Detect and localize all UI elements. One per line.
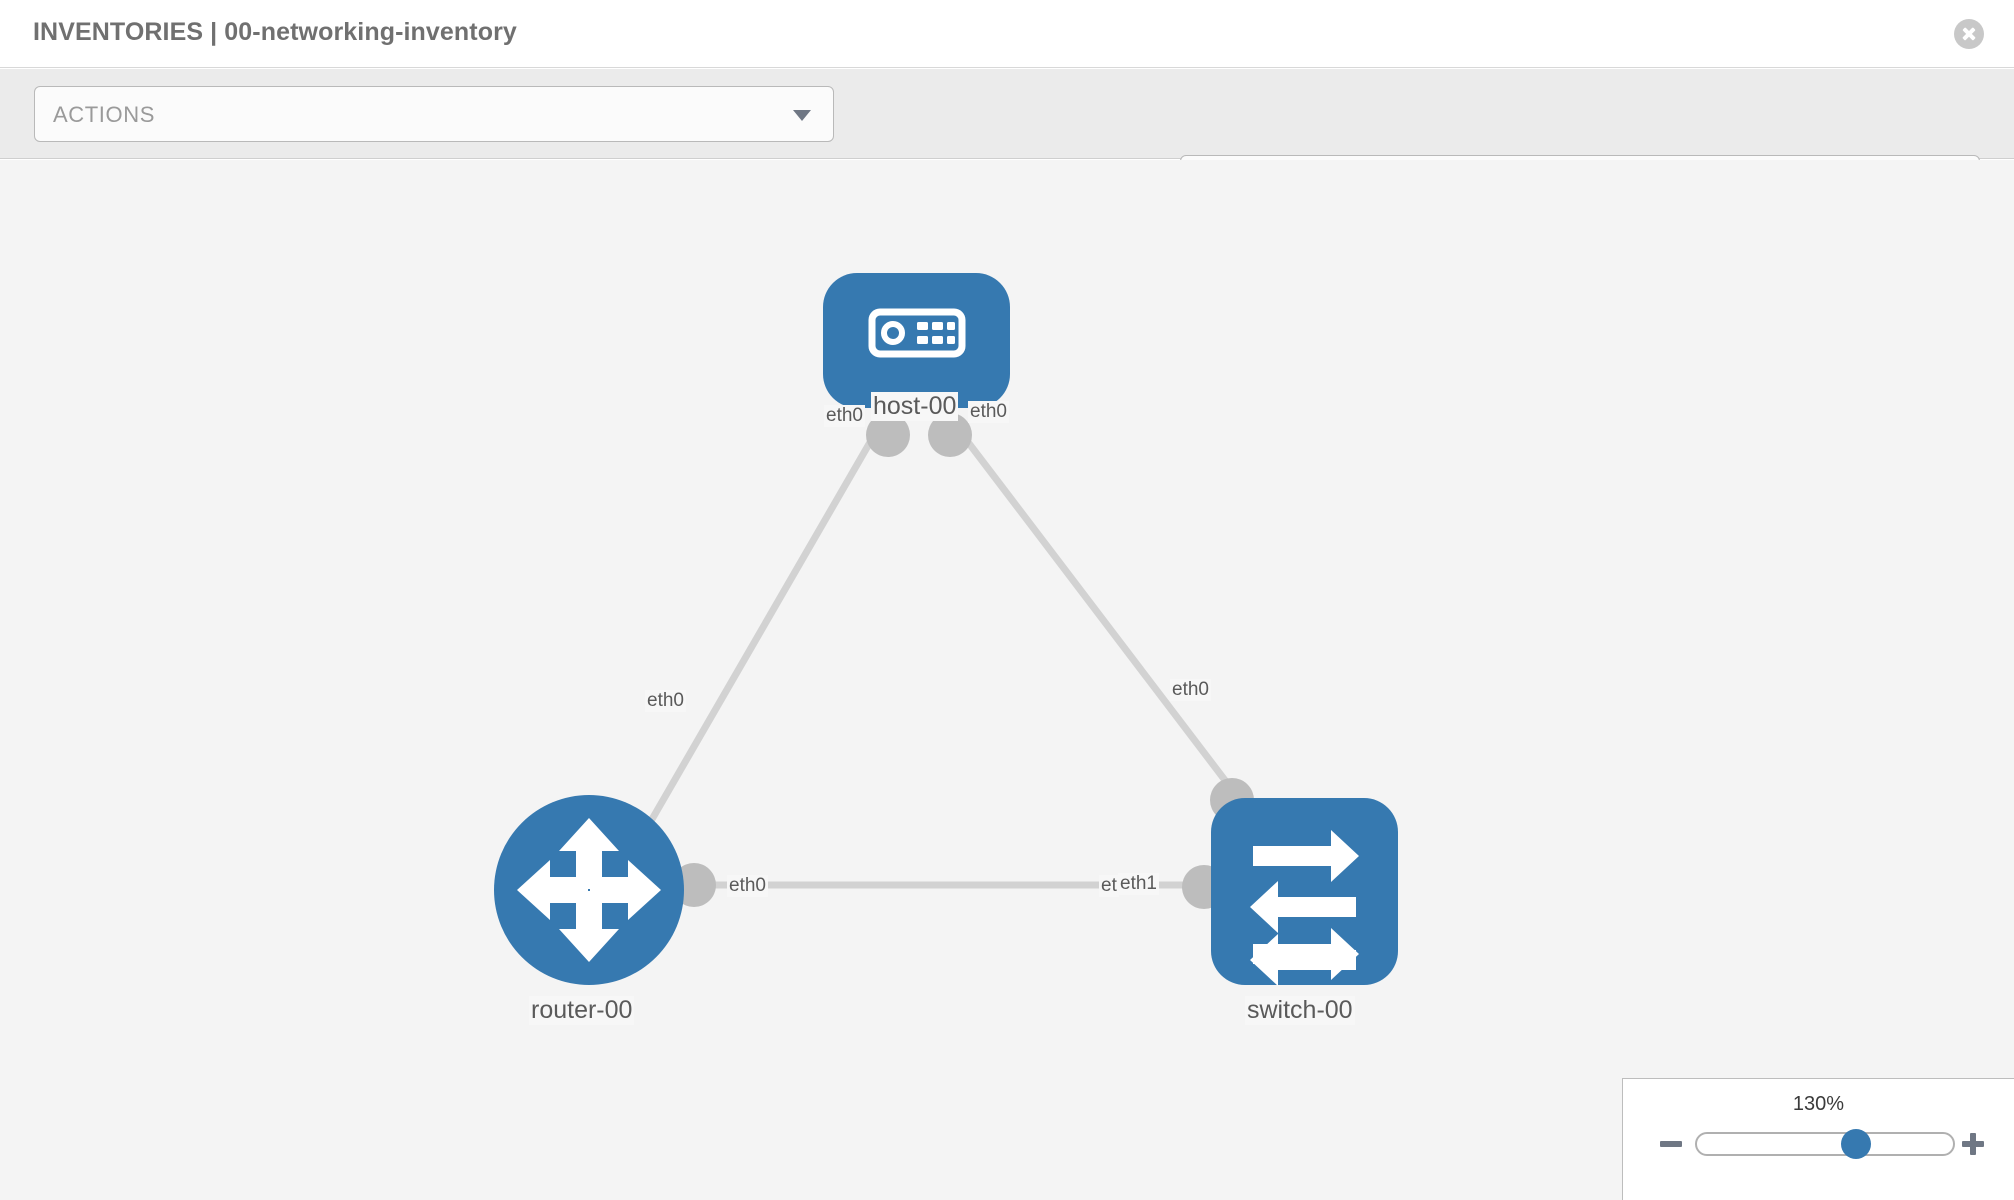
topology-graph <box>494 273 1398 986</box>
zoom-slider[interactable] <box>1695 1129 1955 1159</box>
zoom-out-button[interactable] <box>1656 1129 1686 1159</box>
zoom-slider-thumb[interactable] <box>1840 1129 1871 1159</box>
node-label-host-00: host-00 <box>871 392 959 421</box>
page-title: INVENTORIES | 00-networking-inventory <box>33 18 517 46</box>
iface-label-router-right: eth0 <box>727 875 768 897</box>
close-icon[interactable] <box>1954 19 1984 49</box>
connector-host-left <box>866 413 910 457</box>
node-host-00 <box>823 273 1010 408</box>
topology-canvas[interactable]: host-00 router-00 switch-00 eth0 eth0 et… <box>0 160 2014 1200</box>
toolbar: ACTIONS SEARCH <box>0 69 2014 211</box>
node-switch-00 <box>1211 798 1398 986</box>
iface-label-router-up: eth0 <box>645 690 686 712</box>
connector-host-right <box>928 413 972 457</box>
actions-dropdown[interactable]: ACTIONS <box>34 86 834 142</box>
page-header: INVENTORIES | 00-networking-inventory <box>0 0 2014 68</box>
node-router-00 <box>494 795 684 985</box>
node-label-switch-00: switch-00 <box>1245 996 1355 1025</box>
link-host-switch <box>952 422 1243 803</box>
chevron-down-icon <box>793 110 811 121</box>
iface-label-switch-left: eth1 <box>1118 873 1159 895</box>
zoom-control-panel: 130% <box>1622 1078 2014 1200</box>
zoom-in-button[interactable] <box>1958 1129 1988 1159</box>
iface-label-host-right: eth0 <box>968 401 1009 423</box>
iface-label-switch-up: eth0 <box>1170 679 1211 701</box>
link-host-router <box>636 423 884 842</box>
node-label-router-00: router-00 <box>529 996 635 1025</box>
iface-label-host-left: eth0 <box>824 405 865 427</box>
iface-label-switch-left-partial: et <box>1099 875 1119 897</box>
actions-dropdown-label: ACTIONS <box>53 102 155 127</box>
zoom-level-value: 130% <box>1792 1093 1845 1115</box>
